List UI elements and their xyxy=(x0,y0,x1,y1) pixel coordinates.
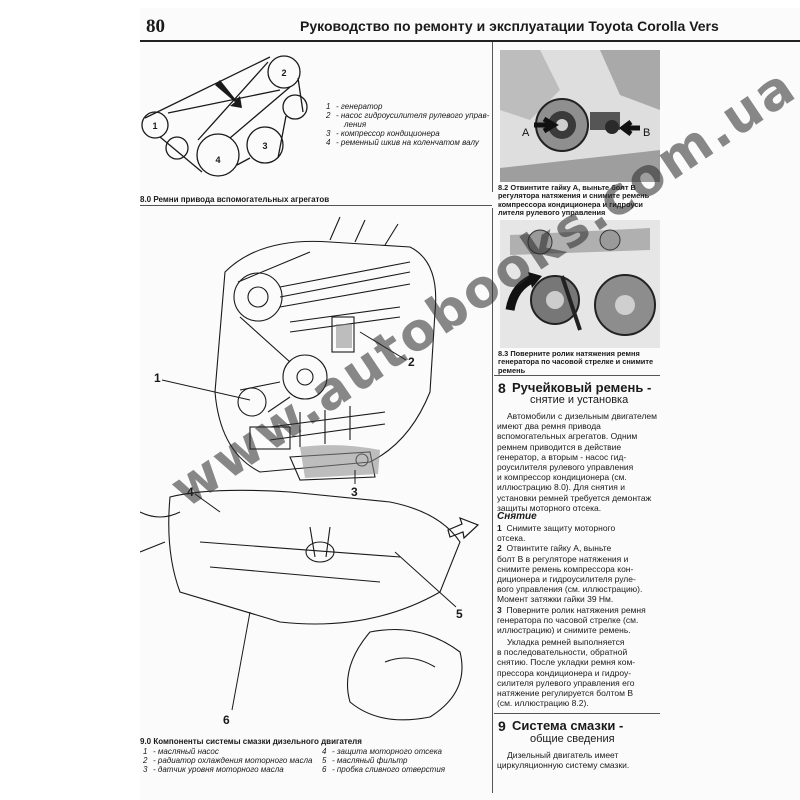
callout-2: 2 xyxy=(281,68,286,78)
section-9-rule xyxy=(494,713,660,714)
legend-row: 3- датчик уровня моторного масла xyxy=(143,765,284,774)
callout-1: 1 xyxy=(152,121,157,131)
figure-divider xyxy=(140,205,492,206)
column-divider-top xyxy=(492,42,493,192)
page-number: 80 xyxy=(146,16,165,37)
legend-row: 6- пробка сливного отверстия xyxy=(322,765,446,774)
callout-2: 2 xyxy=(408,355,415,369)
fig-9-0-caption: 9.0 Компоненты системы смазки дизельного… xyxy=(140,737,362,746)
lubrication-diagram: 1 2 3 4 5 6 xyxy=(140,216,480,727)
legend-row: 2- насос гидроусилителя рулевого управ- xyxy=(326,111,490,120)
section-8-rule xyxy=(494,375,660,376)
legend-row: 1- генератор xyxy=(326,102,383,111)
fig-8-3-caption: 8.3 Поверните ролик натяжения ремня гене… xyxy=(498,349,654,375)
fig-9-0-legend-left: 1- масляный насос 2- радиатор охлаждения… xyxy=(143,747,318,774)
step-3: 3 Поверните ролик натяжения ремня генера… xyxy=(497,604,646,636)
belt-diagram: 1 2 3 4 xyxy=(141,55,308,177)
column-divider xyxy=(492,208,493,793)
fig-9-0-legend-right: 4- защита моторного отсека 5- масляный ф… xyxy=(322,747,490,774)
legend-row: 1- масляный насос xyxy=(143,747,219,756)
section-9-title: Система смазки - xyxy=(512,718,624,733)
legend-row: 4- ременный шкив на коленчатом валу xyxy=(326,138,479,147)
fig-8-0-caption: 8.0 Ремни привода вспомогательных агрега… xyxy=(140,195,330,204)
header-rule xyxy=(140,40,800,42)
fig-8-2-photo: A B xyxy=(500,50,660,182)
callout-5: 5 xyxy=(456,607,463,621)
section-8-title: Ручейковый ремень - xyxy=(512,380,652,395)
legend-row: 4- защита моторного отсека xyxy=(322,747,442,756)
section-8-intro: Автомобили с дизельным двигателем имеют … xyxy=(497,411,657,513)
callout-4: 4 xyxy=(215,155,220,165)
removal-steps: 1 Снимите защиту моторного отсека. 2 Отв… xyxy=(497,523,657,635)
legend-row: ления xyxy=(344,120,367,129)
manual-page xyxy=(140,8,800,800)
callout-3: 3 xyxy=(351,485,358,499)
callout-1: 1 xyxy=(154,371,161,385)
section-8-subtitle: снятие и установка xyxy=(530,394,629,406)
removal-heading: Снятие xyxy=(497,511,537,522)
label-a: A xyxy=(522,127,530,139)
section-9-subtitle: общие сведения xyxy=(530,733,615,745)
step-1: 1 Снимите защиту моторного отсека. xyxy=(497,523,616,544)
callout-4: 4 xyxy=(187,485,194,499)
section-9-intro: Дизельный двигатель имеет циркуляционную… xyxy=(497,750,630,771)
section-9-number: 9 xyxy=(498,718,506,734)
callout-6: 6 xyxy=(223,713,230,727)
callout-3: 3 xyxy=(262,141,267,151)
fig-8-3-photo xyxy=(500,220,660,348)
direction-arrow-icon xyxy=(215,80,242,108)
page-title: Руководство по ремонту и эксплуатации To… xyxy=(300,18,719,34)
fig-8-0-legend: 1- генератор 2- насос гидроусилителя рул… xyxy=(326,102,491,147)
installation-text: Укладка ремней выполняется в последовате… xyxy=(497,637,636,709)
step-2: 2 Отвинтите гайку А, выньте болт В в рег… xyxy=(497,543,643,605)
fig-8-2-caption: 8.2 Отвинтите гайку A, выньте болт В рег… xyxy=(498,183,650,218)
legend-row: 2- радиатор охлаждения моторного масла xyxy=(143,756,313,765)
legend-row: 3- компрессор кондиционера xyxy=(326,129,440,138)
label-b: B xyxy=(643,127,650,139)
legend-row: 5- масляный фильтр xyxy=(322,756,408,765)
section-8-number: 8 xyxy=(498,380,506,396)
forward-arrow-icon xyxy=(447,516,480,540)
